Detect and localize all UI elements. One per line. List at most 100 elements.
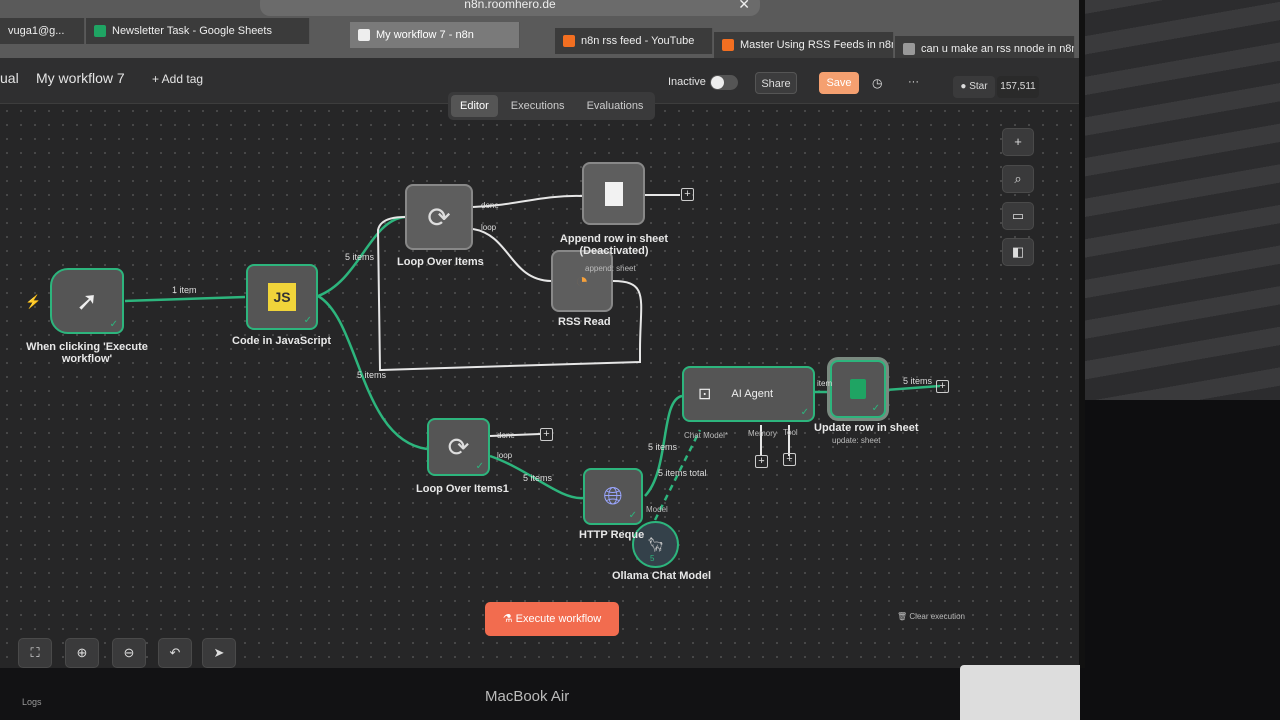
breadcrumb[interactable]: ual [0, 70, 19, 86]
node-label: Loop Over Items [397, 256, 484, 268]
browser-tab[interactable]: can u make an rss nnode in n8n [895, 36, 1075, 62]
node-label: Update row in sheet [814, 422, 919, 434]
active-status-label: Inactive [668, 76, 706, 88]
share-button[interactable]: Share [755, 72, 797, 94]
edge-label: 1 item [172, 285, 197, 295]
add-node-panel-button[interactable]: + [1002, 128, 1034, 156]
cursor-icon: ➚ [76, 285, 98, 316]
tidy-up-icon[interactable]: ➤ [202, 638, 236, 668]
llama-icon: 🦙︎ [646, 536, 665, 552]
node-label: Loop Over Items1 [416, 483, 509, 495]
port-label-tool: Tool [783, 428, 798, 437]
save-button[interactable]: Save [819, 72, 859, 94]
add-memory-button[interactable]: + [755, 455, 768, 468]
fit-view-icon[interactable]: ⛶ [18, 638, 52, 668]
lightning-icon: ⚡ [25, 294, 42, 309]
add-node-button[interactable]: + [936, 380, 949, 393]
node-label: Ollama Chat Model [612, 570, 712, 582]
node-loop-over-items[interactable]: ⟳ [405, 184, 473, 250]
url-text: n8n.roomhero.de [464, 0, 556, 11]
panel-toggle-icon[interactable]: ◧ [1002, 238, 1034, 266]
add-node-button[interactable]: + [540, 428, 553, 441]
node-rss-read[interactable]: ◔ [551, 250, 613, 312]
sticky-note-icon[interactable]: ▭ [1002, 202, 1034, 230]
edge-label: 5 items [648, 442, 678, 452]
node-ollama-chat-model[interactable]: 🦙︎ 5 [632, 521, 679, 568]
browser-tab[interactable]: Master Using RSS Feeds in n8n... [714, 32, 894, 58]
port-label: done [481, 201, 499, 210]
browser-tab[interactable]: vuga1@g... [0, 18, 85, 44]
add-node-button[interactable]: + [681, 188, 694, 201]
workflow-title[interactable]: My workflow 7 [36, 70, 125, 86]
tab-label: can u make an rss nnode in n8n [921, 43, 1075, 55]
rss-icon: ◔ [575, 268, 589, 293]
page-icon [903, 43, 915, 56]
port-label: loop [481, 223, 497, 232]
port-label-memory: Memory [748, 429, 777, 438]
browser-tab[interactable]: n8n rss feed - YouTube [555, 28, 713, 54]
laptop-bezel [0, 668, 1060, 720]
toggle-knob [711, 76, 724, 89]
edge-update-out [885, 384, 941, 392]
node-ai-agent[interactable]: ⊡AI Agent✓ [682, 366, 815, 422]
tab-label: My workflow 7 - n8n [376, 29, 474, 41]
node-update-row[interactable]: ✓ [830, 360, 886, 418]
edge-ollama-agent [653, 429, 702, 521]
add-tool-button[interactable]: + [783, 453, 796, 466]
success-check-icon: ✓ [800, 407, 809, 418]
browser-tab-active[interactable]: My workflow 7 - n8n [350, 22, 520, 48]
node-label: Code in JavaScript [232, 335, 332, 347]
browser-chrome: n8n.roomhero.de ✕ vuga1@g... Newsletter T… [0, 0, 1079, 62]
document-icon [604, 181, 623, 206]
globe-icon: 🌐︎ [603, 482, 623, 510]
star-label: Star [969, 81, 988, 92]
logs-button[interactable]: Logs [22, 697, 42, 707]
tab-evaluations[interactable]: Evaluations [586, 100, 644, 112]
zoom-in-icon[interactable]: ⊕ [65, 638, 99, 668]
sheets-icon [94, 25, 106, 38]
tab-label: n8n rss feed - YouTube [581, 35, 695, 47]
success-check-icon: ✓ [475, 461, 484, 472]
edge-code-loop2 [317, 294, 428, 451]
n8n-icon [358, 29, 370, 42]
edge-loop2-http [489, 454, 584, 500]
edge-rss-back [376, 216, 643, 372]
port-label: Model [646, 505, 668, 514]
tab-executions[interactable]: Executions [510, 100, 565, 112]
address-bar[interactable]: n8n.roomhero.de ✕ [260, 0, 760, 16]
browser-tab[interactable]: Newsletter Task - Google Sheets [86, 18, 310, 44]
github-star-button[interactable]: ● Star [953, 76, 995, 98]
port-label: loop [497, 451, 513, 460]
node-label: HTTP Reque [579, 529, 645, 541]
search-icon[interactable]: ⌕ [1002, 165, 1034, 193]
node-manual-trigger[interactable]: ➚✓ [50, 268, 124, 334]
clear-execution-button[interactable]: 🗑︎ Clear execution [897, 612, 965, 621]
tab-editor[interactable]: Editor [451, 95, 498, 117]
edge-label: 5 items [357, 370, 387, 380]
node-label: When clicking 'Execute workflow' [26, 341, 148, 365]
loop-icon: ⟳ [447, 431, 470, 462]
edge-label: 5 items [523, 473, 553, 483]
execute-workflow-button[interactable]: ⚗ Execute workflow [485, 602, 619, 636]
close-icon[interactable]: ✕ [738, 0, 750, 12]
robot-icon: ⊡ [698, 386, 712, 403]
edge-loop2-done [489, 433, 541, 437]
edge-label: item [817, 379, 833, 388]
more-button[interactable]: ··· [908, 76, 919, 88]
success-check-icon: ✓ [628, 510, 637, 521]
success-check-icon: ✓ [871, 403, 880, 414]
js-icon: JS [268, 283, 296, 311]
node-append-row[interactable] [582, 162, 645, 225]
node-http-request[interactable]: 🌐︎ ✓ [583, 468, 643, 525]
google-sheets-icon [850, 379, 866, 399]
port-label-chat-model: Chat Model* [684, 431, 729, 440]
history-icon[interactable]: ◷ [872, 76, 883, 90]
active-toggle[interactable] [710, 75, 738, 90]
run-count: 5 [650, 554, 655, 563]
zoom-out-icon[interactable]: ⊖ [112, 638, 146, 668]
node-loop-over-items1[interactable]: ⟳✓ [427, 418, 490, 476]
add-tag-button[interactable]: + Add tag [152, 72, 204, 86]
node-code[interactable]: JS✓ [246, 264, 318, 330]
node-label: RSS Read [558, 316, 611, 328]
undo-icon[interactable]: ↶ [158, 638, 192, 668]
